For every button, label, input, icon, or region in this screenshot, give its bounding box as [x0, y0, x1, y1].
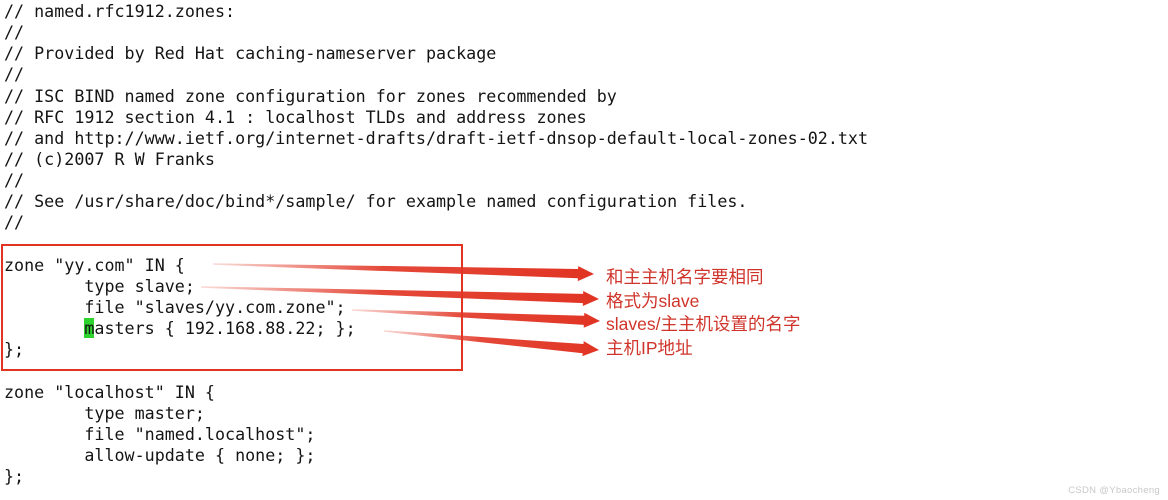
code-line: };: [4, 466, 868, 487]
code-text: //: [4, 22, 25, 43]
code-line: //: [4, 64, 868, 85]
code-text: zone "localhost" IN {: [4, 381, 215, 402]
code-text: // (c)2007 R W Franks: [4, 148, 215, 169]
code-line: };: [4, 339, 868, 360]
annotation-label: 和主主机名字要相同: [606, 267, 764, 287]
code-text: // Provided by Red Hat caching-nameserve…: [4, 43, 497, 64]
code-text: //: [4, 170, 25, 191]
code-text: //: [4, 212, 25, 233]
code-text: zone "yy.com" IN {: [4, 254, 185, 275]
code-line: //: [4, 170, 868, 191]
code-line: // Provided by Red Hat caching-nameserve…: [4, 43, 868, 64]
code-line: // and http://www.ietf.org/internet-draf…: [4, 128, 868, 149]
code-line: zone "localhost" IN {: [4, 382, 868, 403]
code-text: // ISC BIND named zone configuration for…: [4, 85, 617, 106]
code-line: // (c)2007 R W Franks: [4, 149, 868, 170]
code-text: //: [4, 64, 25, 85]
code-text: asters { 192.168.88.22; };: [94, 318, 356, 339]
code-text: // RFC 1912 section 4.1 : localhost TLDs…: [4, 106, 587, 127]
annotation-label: 格式为slave: [606, 291, 700, 311]
code-text: file "named.localhost";: [4, 423, 316, 444]
code-line: // named.rfc1912.zones:: [4, 1, 868, 22]
code-line: // ISC BIND named zone configuration for…: [4, 86, 868, 107]
code-line: //: [4, 22, 868, 43]
code-text: };: [4, 466, 25, 487]
code-line: type slave;: [4, 276, 868, 297]
code-editor-text-area[interactable]: // named.rfc1912.zones://// Provided by …: [4, 1, 868, 487]
code-line: // See /usr/share/doc/bind*/sample/ for …: [4, 191, 868, 212]
code-text: // See /usr/share/doc/bind*/sample/ for …: [4, 191, 748, 212]
watermark: CSDN @Ybaocheng: [1068, 485, 1160, 496]
code-text: type slave;: [4, 275, 195, 296]
code-line: zone "yy.com" IN {: [4, 255, 868, 276]
code-text: type master;: [4, 402, 205, 423]
code-line: // RFC 1912 section 4.1 : localhost TLDs…: [4, 107, 868, 128]
code-line: file "named.localhost";: [4, 424, 868, 445]
code-text: // and http://www.ietf.org/internet-draf…: [4, 127, 869, 148]
code-text: };: [4, 339, 25, 360]
code-line: masters { 192.168.88.22; };: [4, 318, 868, 339]
cursor-highlight: m: [84, 318, 95, 339]
annotation-label: slaves/主主机设置的名字: [606, 314, 801, 334]
annotation-label: 主机IP地址: [606, 338, 693, 358]
code-line: allow-update { none; };: [4, 445, 868, 466]
code-text: // named.rfc1912.zones:: [4, 1, 236, 21]
code-line: type master;: [4, 403, 868, 424]
annotation-highlight-box: [1, 244, 463, 371]
code-line: //: [4, 212, 868, 233]
code-text: allow-update { none; };: [4, 444, 316, 465]
